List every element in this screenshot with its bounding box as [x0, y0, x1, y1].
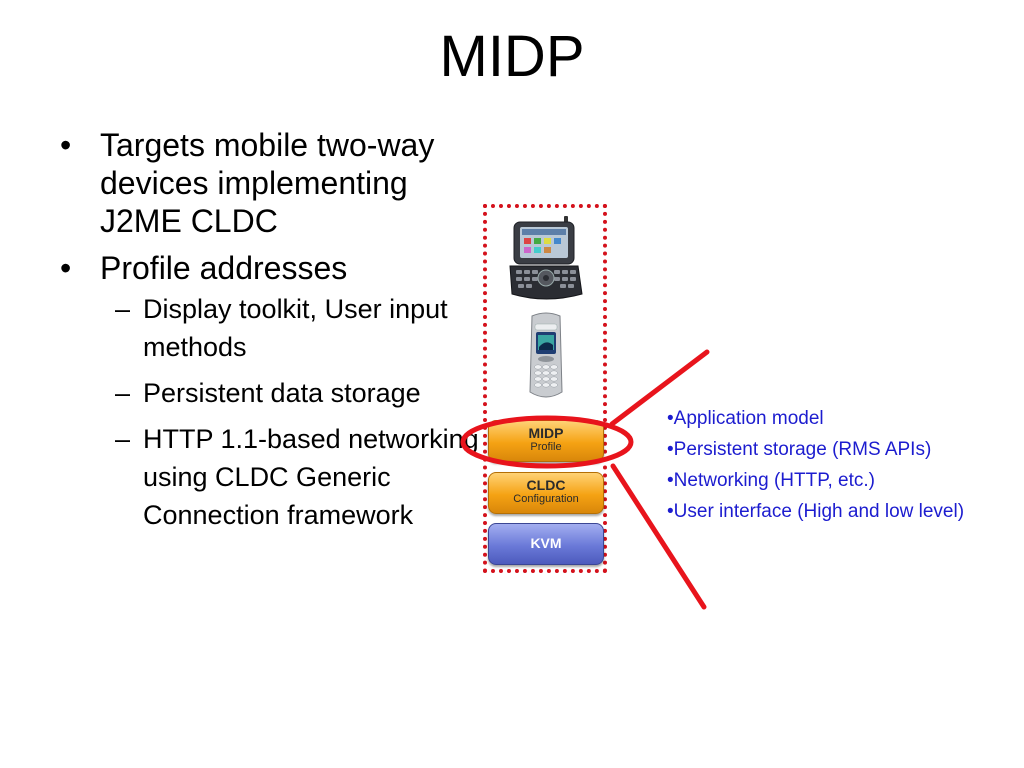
bullet-item: • Targets mobile two-way devices impleme… — [58, 126, 498, 240]
sub-bullet-text: Persistent data storage — [143, 378, 421, 408]
sub-bullet-text: Display toolkit, User input methods — [143, 294, 448, 362]
callout-line-upper — [609, 349, 710, 427]
slide-title: MIDP — [439, 24, 585, 89]
platform-stack-frame — [483, 204, 607, 573]
midp-block-title: MIDP — [528, 425, 564, 441]
midp-feature-list: •Application model •Persistent storage (… — [667, 403, 1024, 527]
feature-item: •Networking (HTTP, etc.) — [667, 470, 875, 491]
bullet-item: • Profile addresses – Display toolkit, U… — [58, 249, 498, 534]
feature-item: •Application model — [667, 408, 824, 429]
sub-bullet-text: HTTP 1.1-based networking using CLDC Gen… — [143, 424, 479, 530]
bullet-marker: • — [60, 127, 72, 163]
cldc-block-title: CLDC — [526, 477, 566, 493]
sub-bullet-item: – Persistent data storage — [97, 374, 498, 412]
midp-highlight-ellipse — [460, 415, 634, 469]
feature-item: •Persistent storage (RMS APIs) — [667, 439, 932, 460]
callout-line-lower — [610, 463, 707, 610]
cldc-configuration-block: CLDC Configuration — [488, 472, 604, 514]
cldc-block-subtitle: Configuration — [513, 493, 579, 505]
midp-block-subtitle: Profile — [530, 441, 562, 453]
bullet-text: Targets mobile two-way devices implement… — [100, 127, 435, 239]
sub-bullet-item: – Display toolkit, User input methods — [97, 290, 498, 366]
feature-item: •User interface (High and low level) — [667, 501, 965, 522]
bullet-text: Profile addresses — [100, 250, 348, 286]
bullet-list: • Targets mobile two-way devices impleme… — [58, 126, 498, 543]
sub-bullet-marker: – — [115, 424, 131, 454]
kvm-block: KVM — [488, 523, 604, 565]
bullet-marker: • — [60, 250, 72, 286]
sub-bullet-list: – Display toolkit, User input methods – … — [100, 290, 498, 534]
sub-bullet-marker: – — [115, 378, 131, 408]
kvm-block-title: KVM — [530, 535, 562, 551]
mobile-phone-icon — [529, 312, 563, 398]
sub-bullet-item: – HTTP 1.1-based networking using CLDC G… — [97, 420, 498, 534]
sub-bullet-marker: – — [115, 294, 131, 324]
pager-device-icon — [509, 216, 583, 300]
midp-profile-block: MIDP Profile — [488, 420, 604, 462]
